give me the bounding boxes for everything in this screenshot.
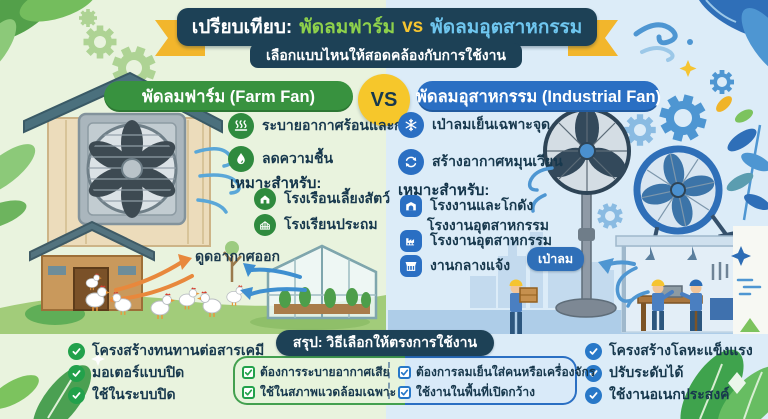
summary-divider [388, 362, 390, 399]
livestock-house-icon [254, 188, 276, 210]
farm-suitable-row: โรงเรือนเลี้ยงสัตว์ [254, 188, 390, 210]
title-farm: พัดลมฟาร์ม [299, 17, 396, 38]
industrial-suitable-label: งานกลางแจ้ง [430, 257, 511, 273]
farm-feature-label: ลดความชื้น [262, 150, 334, 166]
green-leaf-bottom-left [0, 352, 105, 419]
industrial-suitable-row: โรงงานอุตสาหกรรม [400, 230, 552, 252]
industrial-suitable-row: งานกลางแจ้ง [400, 255, 510, 277]
industrial-column-header: พัดลมอุสาหกรรม (Industrial Fan) [416, 81, 661, 112]
summary-industrial-check-row: ต้องการลมเย็นใส่คนหรือเครื่องจักร [398, 363, 595, 382]
summary-title: สรุป: วิธีเลือกให้ตรงการใช้งาน [276, 330, 494, 356]
industrial-point-label: โครงสร้างโลหะแข็งแรง [609, 342, 753, 358]
wind-swirls-industrial [527, 166, 650, 308]
green-leaves-top-left [0, 0, 97, 77]
summary-box-industrial-half [405, 356, 577, 405]
checkbox-icon [398, 386, 411, 399]
farm-point-label: โครงสร้างทนทานต่อสารเคมี [92, 342, 265, 358]
industrial-point-row: ปรับระดับได้ [585, 362, 683, 384]
worker-with-box [509, 279, 538, 334]
worker-at-bench-right [680, 279, 703, 331]
industrial-suitable-label: โรงงานอุตสาหกรรม [427, 217, 550, 233]
check-circle-icon [68, 364, 85, 382]
check-circle-icon [68, 386, 85, 404]
outdoor-stall-icon [400, 255, 422, 277]
drum-fan [633, 145, 735, 255]
industrial-feature-label: เป่าลมเย็นเฉพาะจุด [432, 116, 551, 132]
wind-swirl-top-right [633, 22, 693, 62]
industrial-feature-row: สร้างอากาศหมุนเวียน [398, 149, 563, 175]
summary-farm-check-row: ต้องการระบายอากาศเสีย [242, 363, 390, 382]
title-banner: เปรียบเทียบ: พัดลมฟาร์ม vs พัดลมอุตสาหกร… [177, 8, 597, 46]
summary-farm-check-label: ต้องการระบายอากาศเสีย [260, 365, 390, 379]
check-circle-icon [585, 342, 602, 360]
industrial-gears [593, 70, 734, 233]
farm-point-row: โครงสร้างทนทานต่อสารเคมี [68, 340, 264, 362]
farm-point-label: ใช้ในระบบปิด [92, 386, 176, 402]
farm-suitable-label: โรงเรียนประถม [284, 216, 378, 232]
checkbox-icon [398, 366, 411, 379]
farm-feature-row: ระบายอากาศร้อนและกลิ่น [228, 113, 421, 139]
subtitle-banner: เลือกแบบไหนให้สอดคล้องกับการใช้งาน [250, 43, 522, 68]
humidity-drop-icon [228, 146, 254, 172]
industrial-point-label: ใช้งานอเนกประสงค์ [609, 386, 730, 402]
check-circle-icon [585, 386, 602, 404]
industrial-airflow-annotation: เป่าลม [527, 247, 585, 271]
summary-box-farm-half [233, 356, 405, 405]
green-leaves-left-edge [0, 144, 36, 230]
industrial-suitable-label: โรงงานและโกดัง [430, 197, 534, 213]
pedestal-fan [543, 107, 631, 318]
summary-industrial-check-row: ใช้งานในพื้นที่เปิดกว้าง [398, 383, 535, 402]
factory-icon [400, 230, 422, 252]
warehouse-icon [400, 195, 422, 217]
title-vs: vs [402, 16, 424, 37]
title-industrial: พัดลมอุตสาหกรรม [430, 17, 583, 38]
greenhouse-illustration [266, 244, 378, 320]
blue-leaf-branch-right [716, 96, 768, 221]
blue-leaves-top-right [679, 0, 768, 77]
industrial-suitable-row: โรงงานและโกดัง [400, 195, 533, 217]
greenhouse-air-arrows [240, 263, 307, 300]
farm-feature-label: ระบายอากาศร้อนและกลิ่น [262, 117, 421, 133]
vs-badge: VS [358, 74, 410, 126]
industrial-feature-row: เป่าลมเย็นเฉพาะจุด [398, 112, 550, 138]
farm-suitable-row: โรงเรียนประถม [254, 214, 378, 236]
title-prefix: เปรียบเทียบ: [191, 17, 293, 38]
snowflake-icon [398, 112, 424, 138]
farm-point-label: มอเตอร์แบบปิด [92, 364, 185, 380]
checkbox-icon [242, 366, 255, 379]
green-leaves-bottom-right [680, 349, 768, 419]
farm-point-row: มอเตอร์แบบปิด [68, 362, 184, 384]
farm-suitable-header: เหมาะสำหรับ: [230, 175, 322, 192]
summary-industrial-check-label: ต้องการลมเย็นใส่คนหรือเครื่องจักร [416, 365, 596, 379]
checkbox-icon [242, 386, 255, 399]
workshop-scene [615, 235, 741, 333]
farm-column-header: พัดลมฟาร์ม (Farm Fan) [104, 81, 353, 112]
heat-vent-icon [228, 113, 254, 139]
industrial-suitable-header: เหมาะสำหรับ: [398, 182, 490, 199]
farm-point-row: ใช้ในระบบปิด [68, 384, 176, 406]
small-tree [223, 241, 242, 282]
farm-feature-row: ลดความชื้น [228, 146, 333, 172]
farm-suitable-label: โรงเรือนเลี้ยงสัตว์ [284, 190, 391, 206]
industrial-suitable-row: โรงงานอุตสาหกรรม [427, 215, 549, 237]
industrial-point-label: ปรับระดับได้ [609, 364, 684, 380]
summary-industrial-check-label: ใช้งานในพื้นที่เปิดกว้าง [416, 385, 536, 399]
circulation-icon [398, 149, 424, 175]
worker-at-bench-left [651, 279, 674, 330]
summary-farm-check-label: ใช้ในสภาพแวดล้อมเฉพาะ [260, 385, 397, 399]
industrial-point-row: โครงสร้างโลหะแข็งแรง [585, 340, 753, 362]
greenhouse-icon [254, 214, 276, 236]
industrial-feature-label: สร้างอากาศหมุนเวียน [432, 153, 563, 169]
farm-airflow-annotation: ดูดอากาศออก [195, 248, 280, 264]
industrial-suitable-label: โรงงานอุตสาหกรรม [430, 232, 553, 248]
check-circle-icon [585, 364, 602, 382]
check-circle-icon [68, 342, 85, 360]
right-margin-decoration [731, 226, 768, 334]
summary-farm-check-row: ใช้ในสภาพแวดล้อมเฉพาะ [242, 383, 396, 402]
industrial-point-row: ใช้งานอเนกประสงค์ [585, 384, 730, 406]
exhaust-fan [77, 112, 187, 226]
